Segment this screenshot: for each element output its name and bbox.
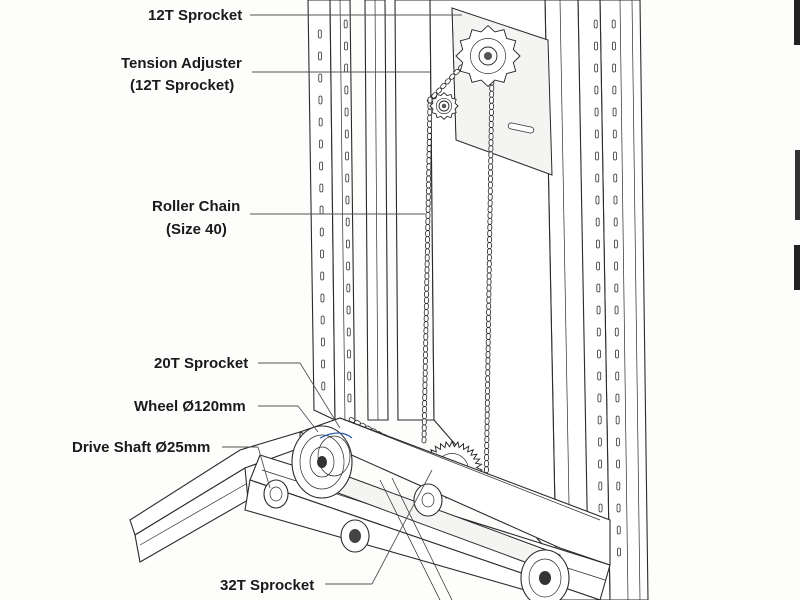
- label-roller-chain-size: (Size 40): [166, 221, 227, 238]
- right-edge-marks: [794, 0, 800, 290]
- callout-labels: 12T Sprocket Tension Adjuster (12T Sproc…: [72, 7, 314, 594]
- sprocket-12t-top: [455, 24, 521, 88]
- label-tension-adjuster: Tension Adjuster: [121, 55, 242, 72]
- wheel-mid: [413, 483, 443, 517]
- right-frame: [544, 0, 649, 600]
- label-20t-sprocket: 20T Sprocket: [154, 355, 248, 372]
- label-32t-sprocket: 32T Sprocket: [220, 577, 314, 594]
- wheel-right: [520, 549, 570, 600]
- label-wheel: Wheel Ø120mm: [134, 398, 246, 415]
- label-12t-sprocket: 12T Sprocket: [148, 7, 242, 24]
- sprocket-12t-tensioner: [429, 92, 459, 120]
- leader-lines: [222, 14, 462, 585]
- wheel-drive: [291, 425, 353, 499]
- label-drive-shaft: Drive Shaft Ø25mm: [72, 439, 210, 456]
- label-roller-chain: Roller Chain: [152, 198, 240, 215]
- label-tension-adjuster-sub: (12T Sprocket): [130, 77, 234, 94]
